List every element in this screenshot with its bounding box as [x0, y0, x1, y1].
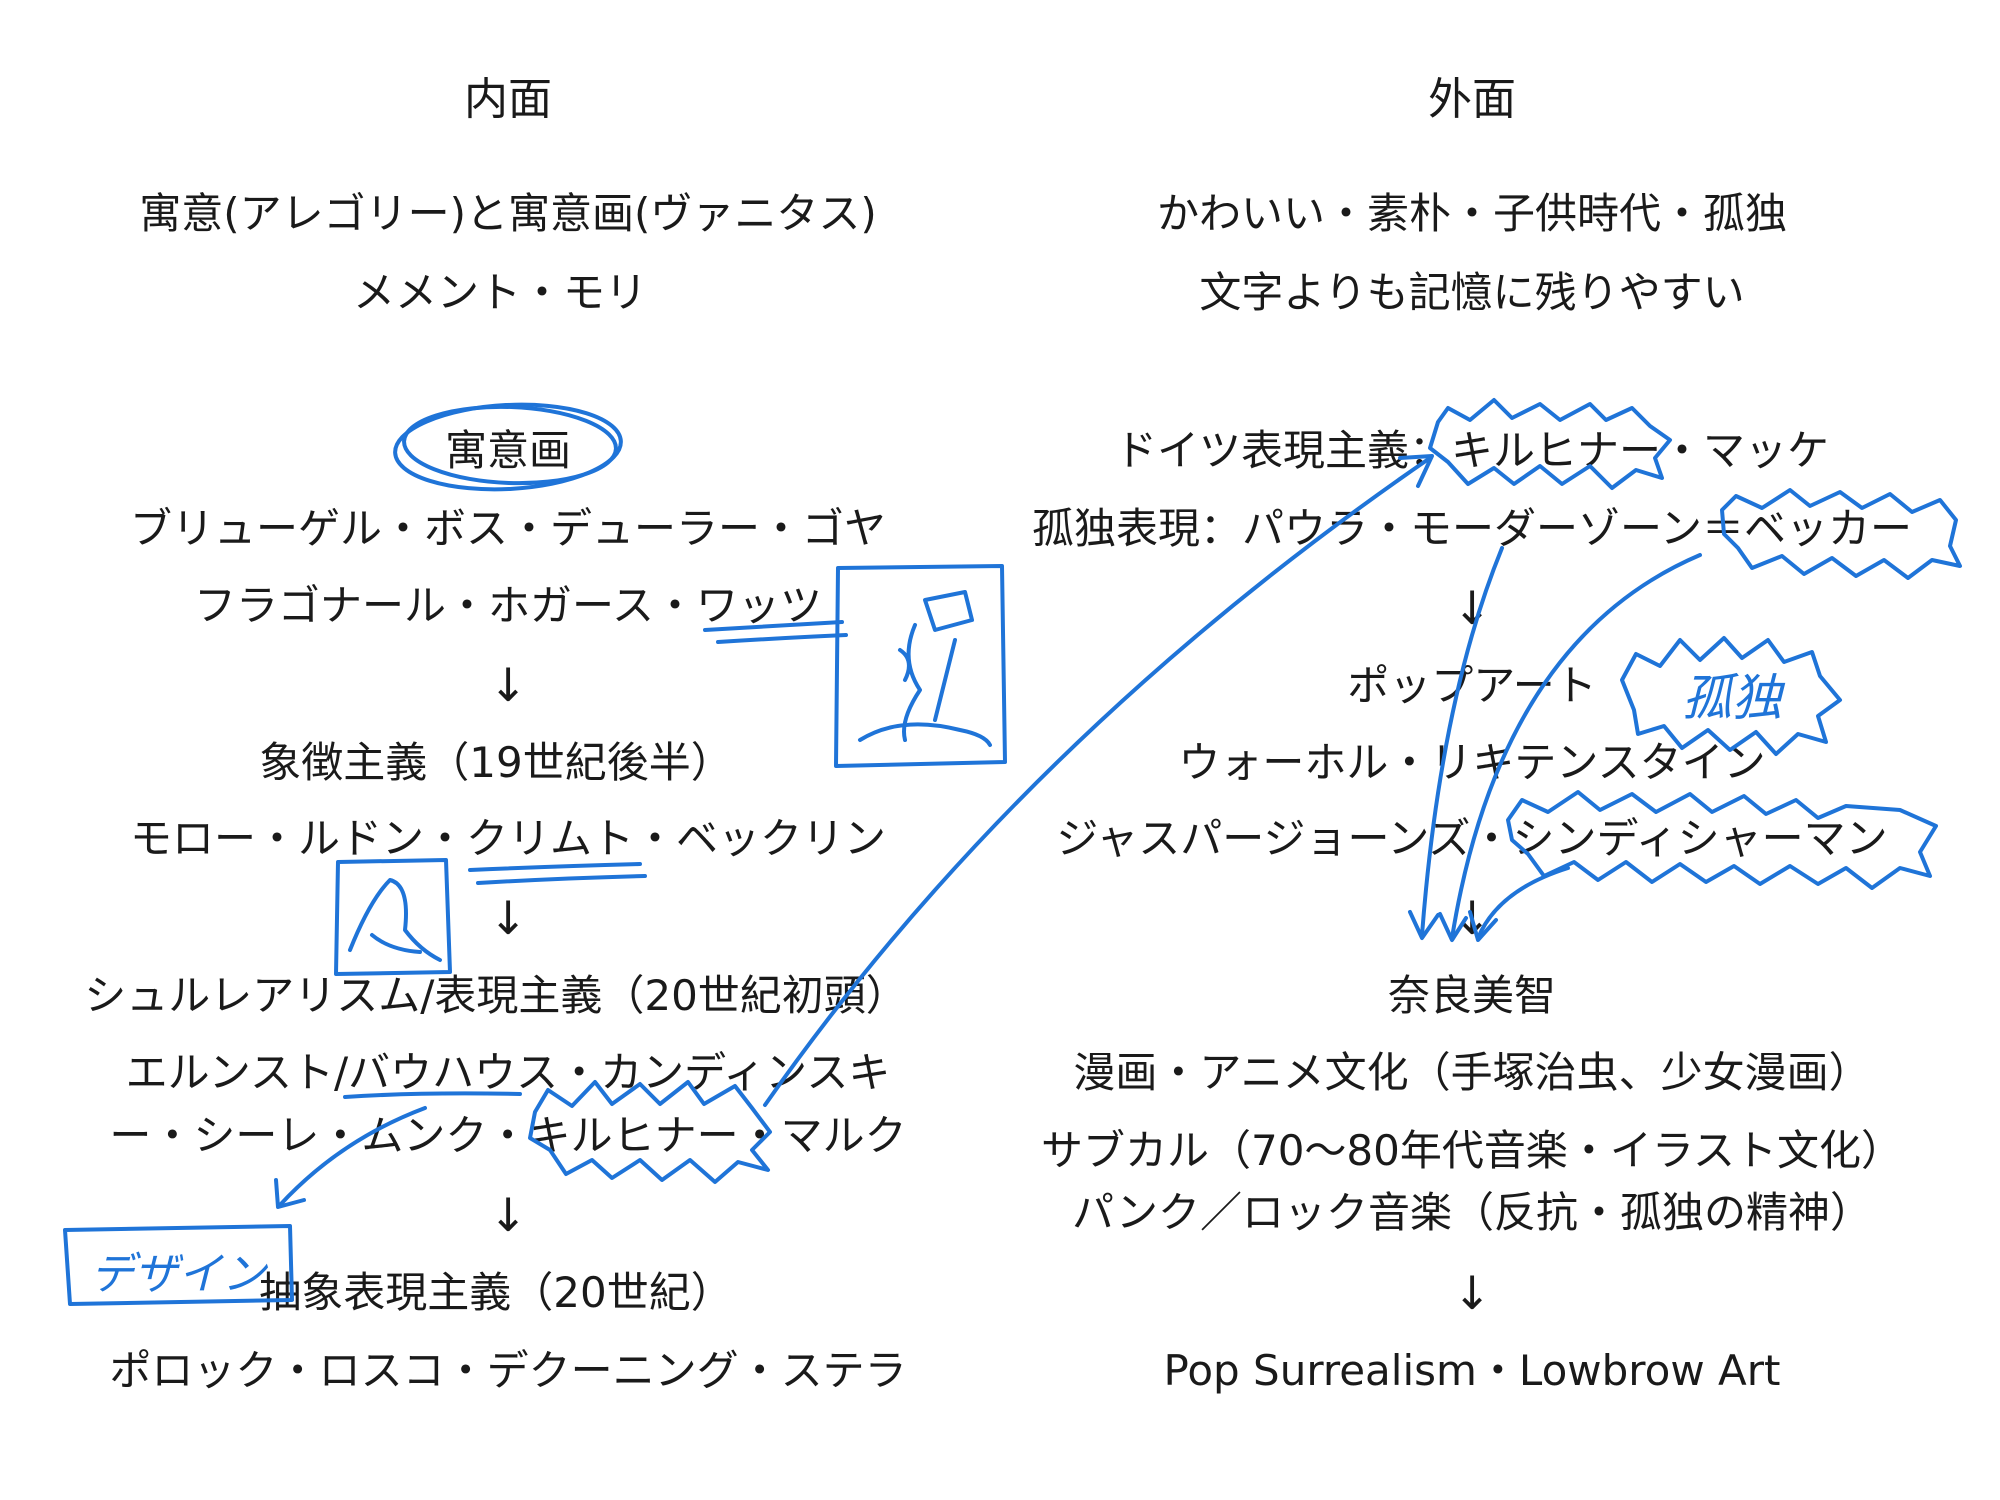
klimt-sketch-frame — [334, 858, 452, 976]
bubble-kirchner-left — [528, 1080, 772, 1184]
right-heading: 外面 — [1428, 74, 1516, 125]
arrow-bauhaus-design-head — [274, 1178, 306, 1209]
underline-watts-2 — [716, 633, 848, 644]
underline-klimt-2 — [476, 874, 647, 885]
bubble-cindy-sherman — [1506, 790, 1938, 890]
arrow-sherman-to-nara — [1476, 866, 1570, 940]
arrow-kirchner-to-nara-head — [1408, 910, 1440, 940]
right-line-manga: 漫画・アニメ文化（手塚治虫、少女漫画） — [1073, 1048, 1871, 1097]
arrow-kirchner-link — [763, 456, 1432, 1107]
left-line-ernst: エルンスト/バウハウス・カンディンスキ — [125, 1048, 891, 1097]
left-heading: 内面 — [464, 74, 552, 125]
left-line-memento-mori: メメント・モリ — [352, 268, 648, 317]
annotation-solitude: 孤独 — [1682, 669, 1782, 727]
arrow-becker-to-nara-head — [1438, 912, 1468, 942]
right-line-memory: 文字よりも記憶に残りやすい — [1199, 268, 1745, 317]
right-line-nara: 奈良美智 — [1387, 971, 1557, 1020]
watts-sketch-frame — [834, 564, 1007, 768]
design-box — [63, 1224, 294, 1306]
circle-allegorical-painting-2 — [402, 404, 618, 486]
arrow-kirchner-to-nara — [1420, 546, 1504, 937]
left-line-moreau: モロー・ルドン・クリムト・ベックリン — [129, 814, 887, 863]
right-line-subculture: サブカル（70〜80年代音楽・イラスト文化） — [1040, 1126, 1904, 1175]
left-line-bruegel: ブリューゲル・ボス・デューラー・ゴヤ — [129, 504, 887, 553]
arrow-sherman-to-nara-head — [1468, 910, 1498, 942]
left-line-abstract-expressionism: 抽象表現主義（20世紀） — [259, 1268, 733, 1317]
klimt-sketch-figure — [348, 878, 442, 962]
annotation-design: デザイン — [90, 1249, 266, 1300]
left-line-allegory: 寓意(アレゴリー)と寓意画(ヴァニタス) — [139, 189, 877, 238]
left-line-pollock: ポロック・ロスコ・デクーニング・ステラ — [109, 1346, 907, 1395]
left-line-fragonard: フラゴナール・ホガース・ワッツ — [194, 581, 822, 630]
underline-klimt — [468, 862, 642, 872]
left-arrow-1: ↓ — [488, 658, 528, 712]
right-line-kawaii: かわいい・素朴・子供時代・孤独 — [1156, 189, 1788, 238]
arrow-bauhaus-design — [278, 1106, 427, 1207]
underline-watts — [703, 620, 844, 632]
right-line-punk: パンク／ロック音楽（反抗・孤独の精神） — [1071, 1188, 1873, 1237]
watts-sketch-figure — [858, 590, 992, 747]
right-line-solitude-expression: 孤独表現：パウラ・モーダーゾーン＝ベッカー — [1032, 504, 1912, 553]
right-line-pop-surrealism: Pop Surrealism・Lowbrow Art — [1163, 1346, 1781, 1395]
left-line-allegorical-painting: 寓意画 — [444, 426, 572, 475]
bubble-becker — [1720, 488, 1962, 580]
bubble-solitude — [1620, 636, 1842, 756]
arrow-becker-to-nara — [1450, 553, 1702, 940]
left-arrow-3: ↓ — [488, 1188, 528, 1242]
bubble-kirchner-right — [1428, 398, 1672, 490]
circle-allegorical-painting — [393, 402, 623, 492]
arrow-kirchner-link-head — [1398, 454, 1434, 488]
left-line-schiele: ー・シーレ・ムンク・キルヒナー・マルク — [109, 1111, 907, 1160]
right-arrow-3: ↓ — [1452, 1266, 1492, 1320]
right-line-german-expressionism: ドイツ表現主義：キルヒナー・マッケ — [1114, 426, 1830, 475]
right-line-warhol: ウォーホル・リキテンスタイン — [1178, 738, 1766, 787]
left-arrow-2: ↓ — [488, 891, 528, 945]
underline-bauhaus — [343, 1091, 522, 1099]
left-line-surrealism: シュルレアリスム/表現主義（20世紀初頭） — [84, 971, 908, 1020]
left-line-symbolism: 象徴主義（19世紀後半） — [259, 738, 733, 787]
